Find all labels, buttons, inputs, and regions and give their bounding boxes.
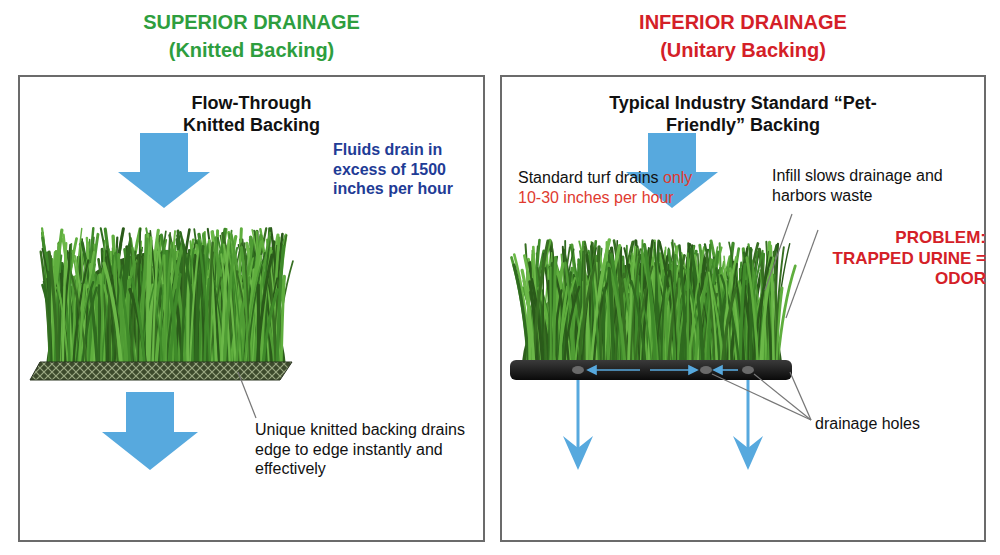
drainage-hole — [572, 366, 754, 374]
turf-grass — [511, 240, 795, 362]
knitted-backing — [30, 362, 292, 380]
unitary-backing — [510, 360, 792, 380]
drainage-panel: SUPERIOR DRAINAGE (Knitted Backing) Flow-T… — [18, 8, 485, 542]
panel-frame — [500, 75, 986, 542]
callout-note: Infill slows drainage and harbors waste — [772, 166, 986, 205]
flow-arrow — [102, 392, 198, 470]
panel-heading: (Knitted Backing) — [32, 38, 472, 62]
panel-heading: (Unitary Backing) — [523, 38, 963, 62]
drainage-panel: INFERIOR DRAINAGE (Unitary Backing) Typica… — [500, 8, 986, 542]
drainage-rate: Standard turf drains — [518, 169, 659, 186]
lateral-flow-arrow — [588, 366, 738, 374]
part-label: drainage holes — [815, 414, 955, 434]
turf-grass — [41, 228, 293, 366]
callout-note: Unique knitted backing drains edge to ed… — [255, 420, 480, 479]
panel-heading: INFERIOR DRAINAGE — [523, 10, 963, 34]
flow-arrow — [118, 133, 210, 208]
problem-note: PROBLEM: TRAPPED URINE = ODOR — [816, 228, 986, 290]
rate-note: Standard turf drainsonly 10-30 inches pe… — [518, 168, 696, 207]
panel-heading: SUPERIOR DRAINAGE — [32, 10, 472, 34]
drain-arrow — [563, 380, 763, 470]
drainage-rate: Fluids drain in excess of 1500 inches pe… — [333, 140, 483, 199]
panel-title: Flow-Through Knitted Backing — [164, 93, 339, 136]
panel-title: Typical Industry Standard “Pet-Friendly”… — [608, 93, 878, 136]
leader-line — [238, 214, 818, 420]
